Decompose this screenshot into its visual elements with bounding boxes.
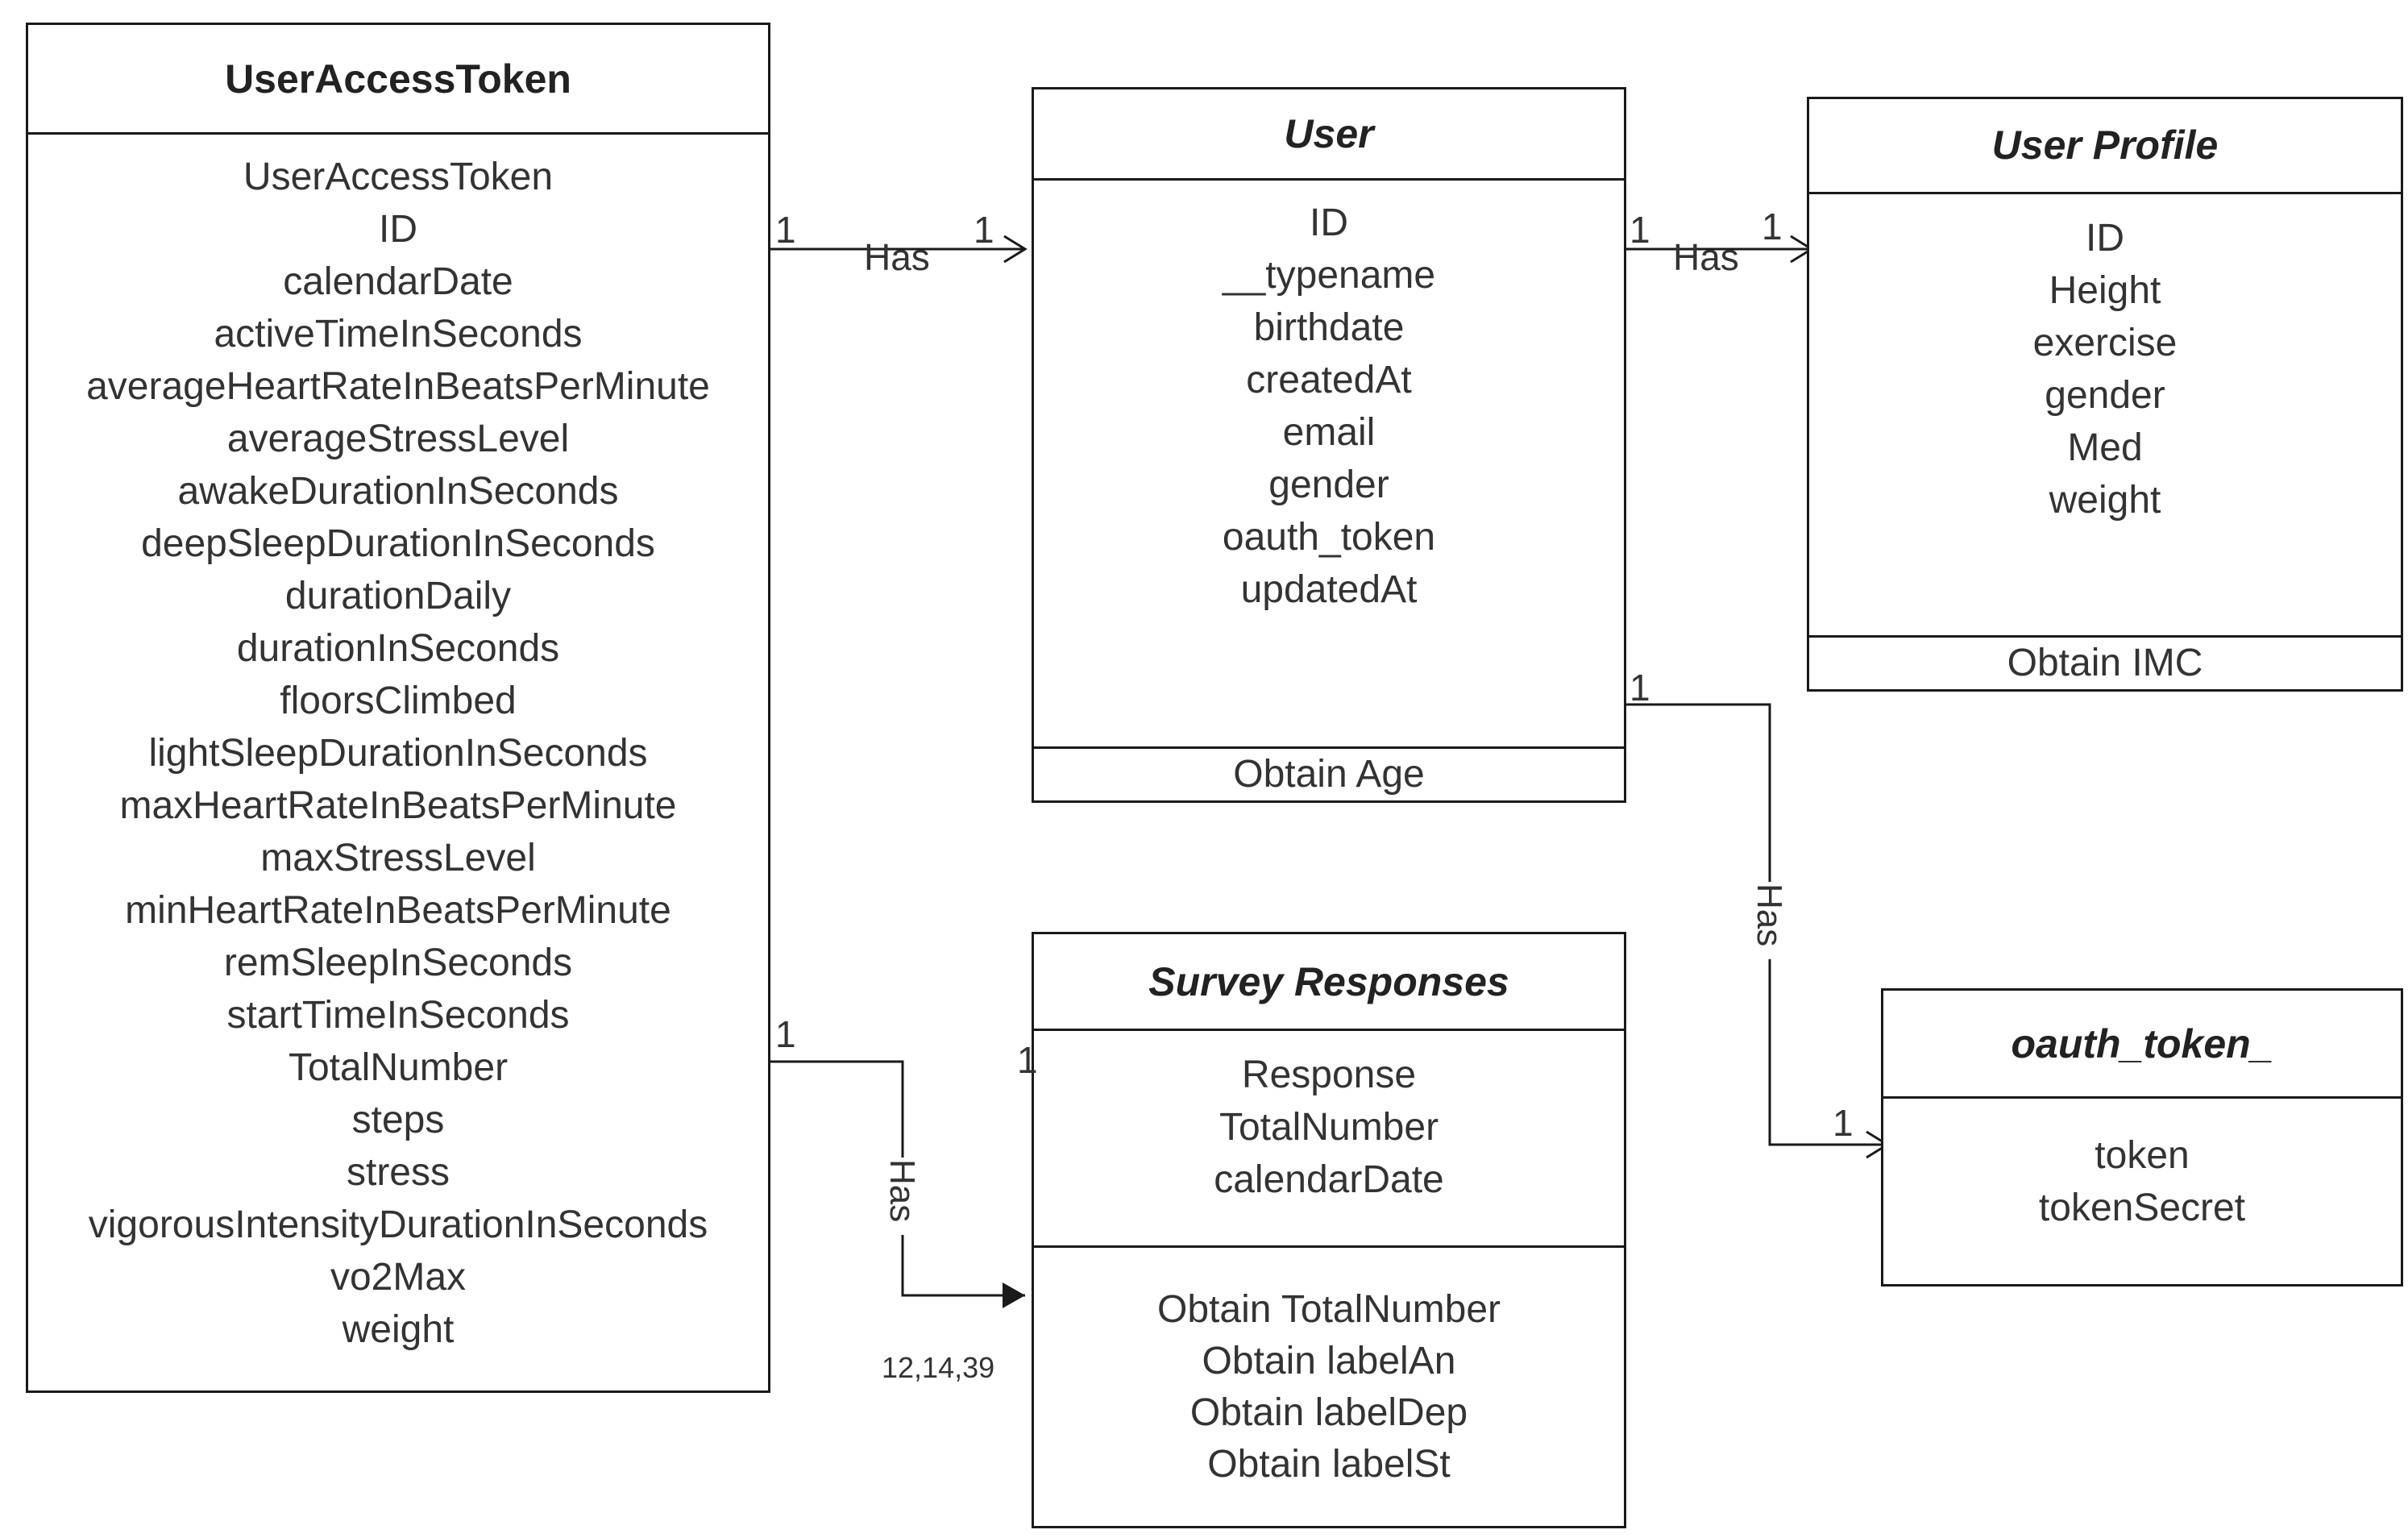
user-profile-label: Has: [1673, 236, 1739, 278]
attribute-list: ID __typename birthdate createdAt email gende…: [1034, 181, 1624, 746]
method-list: Obtain IMC: [1809, 635, 2401, 689]
method-item: Obtain labelAn: [1202, 1339, 1456, 1382]
uat-survey-source-multiplicity: 1: [775, 1013, 796, 1055]
uat-user-target-multiplicity: 1: [974, 209, 994, 251]
class-title: User Profile: [1809, 99, 2401, 194]
attribute-item: Med: [2067, 426, 2143, 469]
attribute-item: updatedAt: [1240, 568, 1418, 612]
attribute-item: exercise: [2032, 321, 2178, 364]
arrow-head-uat-user: [1003, 235, 1028, 264]
user-oauth-label: Has: [1750, 883, 1789, 947]
attribute-item: ID: [1310, 202, 1348, 245]
attribute-item: minHeartRateInBeatsPerMinute: [125, 889, 671, 932]
attribute-item: stress: [346, 1151, 450, 1194]
attribute-item: __typename: [1222, 254, 1436, 297]
attribute-item: createdAt: [1246, 359, 1412, 402]
attribute-item: maxHeartRateInBeatsPerMinute: [119, 784, 677, 827]
attribute-item: email: [1282, 411, 1376, 455]
attribute-item: gender: [1268, 463, 1389, 507]
attribute-item: startTimeInSeconds: [226, 994, 570, 1037]
class-title: oauth_token_: [1883, 991, 2401, 1099]
attribute-item: Height: [2049, 268, 2161, 312]
attribute-item: ID: [379, 208, 417, 251]
uat-survey-target-multiplicity: 1: [1017, 1039, 1038, 1081]
attribute-item: Response: [1241, 1054, 1417, 1096]
attribute-item: awakeDurationInSeconds: [177, 470, 619, 513]
method-item: Obtain IMC: [2007, 642, 2203, 684]
class-oauth-token[interactable]: oauth_token_ token tokenSecret: [1881, 988, 2403, 1287]
attribute-item: vo2Max: [330, 1256, 467, 1299]
method-item: Obtain TotalNumber: [1157, 1287, 1501, 1331]
attribute-item: ID: [2086, 216, 2124, 260]
attribute-item: deepSleepDurationInSeconds: [141, 522, 655, 565]
method-item: Obtain labelSt: [1207, 1442, 1451, 1486]
attribute-item: birthdate: [1253, 306, 1405, 350]
attribute-item: TotalNumber: [288, 1046, 509, 1089]
attribute-item: vigorousIntensityDurationInSeconds: [88, 1203, 708, 1246]
user-oauth-target-multiplicity: 1: [1833, 1102, 1854, 1144]
attribute-item: weight: [342, 1308, 455, 1351]
attribute-item: TotalNumber: [1219, 1106, 1439, 1149]
method-item: Obtain Age: [1233, 753, 1425, 796]
label-gap-user-oauth: [1754, 882, 1786, 959]
attribute-item: token: [2095, 1134, 2190, 1177]
attribute-item: calendarDate: [283, 260, 513, 303]
user-profile-target-multiplicity: 1: [1762, 206, 1783, 247]
attribute-item: gender: [2045, 373, 2165, 417]
uat-survey-note: 12,14,39: [882, 1351, 995, 1384]
attribute-item: UserAccessToken: [243, 156, 554, 198]
uat-user-source-multiplicity: 1: [775, 209, 796, 251]
uat-survey-label: Has: [882, 1159, 922, 1223]
attribute-item: activeTimeInSeconds: [214, 313, 583, 355]
attribute-item: lightSleepDurationInSeconds: [148, 732, 648, 775]
attribute-list: token tokenSecret: [1883, 1099, 2401, 1234]
arrow-head-uat-survey: [1003, 1282, 1025, 1308]
attribute-item: durationInSeconds: [236, 627, 560, 670]
uat-user-label: Has: [864, 236, 930, 278]
attribute-item: steps: [351, 1099, 445, 1141]
user-oauth-source-multiplicity: 1: [1630, 667, 1650, 709]
attribute-item: durationDaily: [284, 575, 512, 617]
attribute-item: averageStressLevel: [226, 418, 570, 460]
attribute-item: calendarDate: [1214, 1158, 1444, 1201]
method-item: Obtain labelDep: [1189, 1390, 1468, 1434]
class-title: UserAccessToken: [28, 25, 768, 135]
attribute-item: weight: [2049, 478, 2161, 522]
label-gap-uat-survey: [886, 1158, 919, 1235]
attribute-item: remSleepInSeconds: [223, 942, 573, 984]
attribute-item: maxStressLevel: [260, 837, 536, 879]
method-list: Obtain Age: [1034, 746, 1624, 800]
attribute-item: tokenSecret: [2038, 1187, 2246, 1229]
attribute-item: floorsClimbed: [280, 680, 517, 722]
user-profile-source-multiplicity: 1: [1630, 209, 1650, 251]
attribute-item: averageHeartRateInBeatsPerMinute: [86, 365, 710, 408]
class-title: Survey Responses: [1034, 934, 1624, 1031]
attribute-item: oauth_token: [1222, 516, 1436, 559]
class-user[interactable]: User ID __typename birthdate createdAt email…: [1032, 87, 1626, 803]
class-title: User: [1034, 89, 1624, 181]
